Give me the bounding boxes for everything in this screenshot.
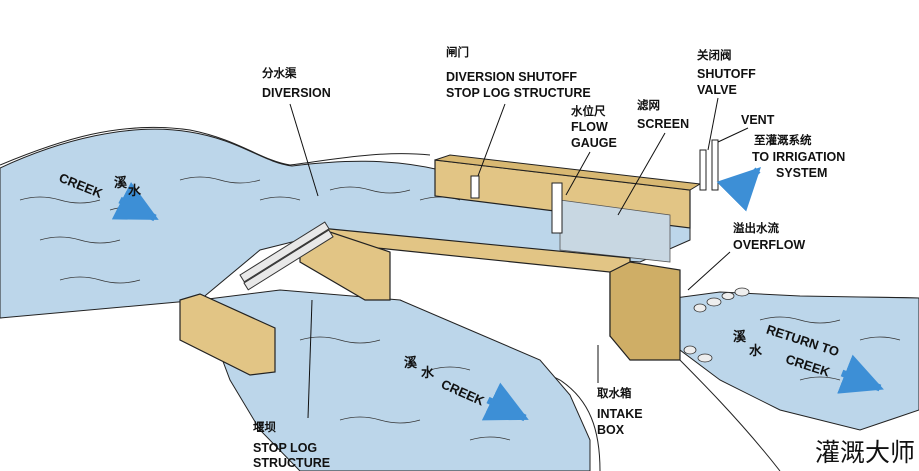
flow-gauge-label-1: FLOW bbox=[571, 120, 608, 134]
irrigation-cn-label: 至灌溉系统 bbox=[754, 133, 812, 147]
creek-cn-downstream-1: 溪 bbox=[404, 355, 418, 370]
leader-lines bbox=[289, 97, 749, 419]
stoplog-cn-label: 堰坝 bbox=[253, 420, 276, 434]
screen-label: SCREEN bbox=[637, 117, 690, 131]
creek-flow-arrow-downstream bbox=[481, 382, 529, 422]
diversion-shutoff-label-2: STOP LOG STRUCTURE bbox=[446, 86, 591, 100]
flow-gauge-label-2: GAUGE bbox=[571, 136, 617, 150]
gate-cn-label: 闸门 bbox=[446, 45, 469, 59]
intake-label-1: INTAKE bbox=[597, 407, 643, 421]
intake-label-2: BOX bbox=[597, 423, 625, 437]
watermark: 灌溉大师 bbox=[814, 438, 915, 467]
diversion-shutoff-slot bbox=[470, 175, 480, 199]
stop-log-front-wall bbox=[179, 293, 276, 376]
stoplog-label-2: STRUCTURE bbox=[253, 456, 331, 470]
overflow-cn-label: 溢出水流 bbox=[733, 221, 779, 235]
overflow-label: OVERFLOW bbox=[733, 238, 806, 252]
valve-cn-label: 关闭阀 bbox=[697, 48, 732, 62]
creek-cn-return-2: 水 bbox=[749, 343, 763, 358]
rocks bbox=[683, 287, 750, 363]
vent-label: VENT bbox=[741, 113, 775, 127]
irrigation-flow-arrow bbox=[716, 167, 761, 212]
diversion-shutoff-label-1: DIVERSION SHUTOFF bbox=[446, 70, 578, 84]
irrigation-label-2: SYSTEM bbox=[776, 166, 828, 180]
flow-gauge-post bbox=[551, 182, 563, 234]
gauge-cn-label: 水位尺 bbox=[571, 104, 606, 118]
creek-cn-downstream-2: 水 bbox=[421, 365, 435, 380]
shutoff-valve-label-1: SHUTOFF bbox=[697, 67, 756, 81]
diversion-label: DIVERSION bbox=[262, 86, 331, 100]
stop-logs bbox=[239, 221, 334, 291]
stoplog-label-1: STOP LOG bbox=[253, 441, 318, 455]
intake-cn-label: 取水箱 bbox=[597, 386, 632, 400]
creek-cn-upstream-2: 水 bbox=[128, 183, 142, 198]
shutoff-valve-label-2: VALVE bbox=[697, 83, 737, 97]
screen-cn-label: 滤网 bbox=[637, 98, 660, 112]
intake-box-front bbox=[609, 261, 681, 361]
creek-cn-return-1: 溪 bbox=[733, 329, 747, 344]
creek-cn-upstream-1: 溪 bbox=[114, 175, 128, 190]
creek-flow-arrow-upstream bbox=[111, 182, 159, 222]
creek-flow-arrow-return bbox=[837, 354, 884, 394]
shutoff-valve-pipes bbox=[699, 139, 719, 191]
irrigation-label-1: TO IRRIGATION bbox=[752, 150, 846, 164]
creek-water-return bbox=[659, 291, 919, 431]
diversion-cn-label: 分水渠 bbox=[262, 66, 297, 80]
